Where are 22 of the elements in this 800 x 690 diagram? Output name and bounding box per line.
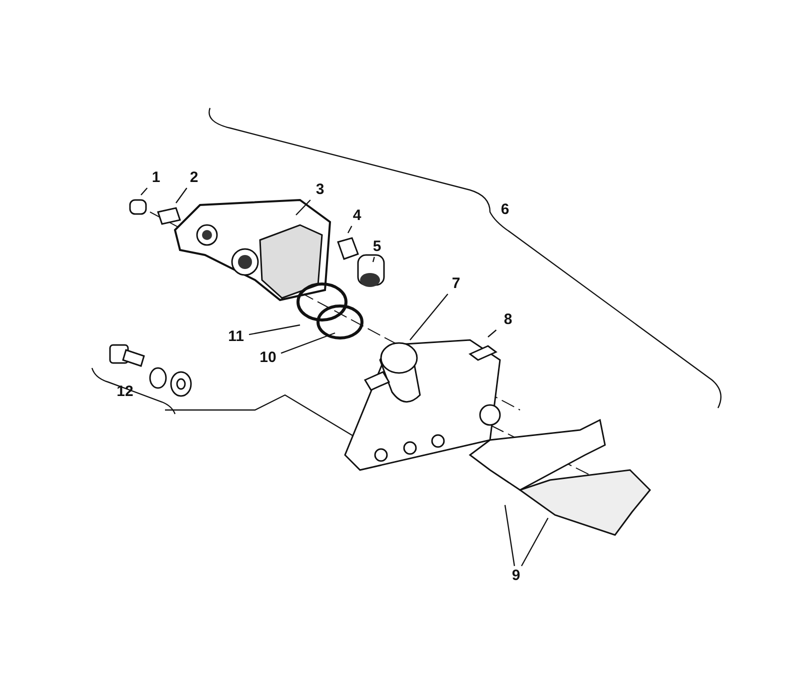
leader-line: [248, 324, 300, 336]
callout-number: 2: [181, 168, 207, 188]
leader-line: [504, 504, 516, 566]
callout-number: 6: [500, 200, 510, 220]
leader-line: [521, 518, 549, 566]
leader-line: [296, 200, 311, 216]
leader-line: [347, 226, 352, 234]
callout-number: 5: [364, 237, 390, 257]
callout-number: 10: [255, 348, 281, 368]
callout-number: 4: [344, 206, 370, 226]
callout-number: 7: [443, 274, 469, 294]
callout-number: 9: [503, 566, 529, 586]
leader-line: [140, 188, 148, 196]
leader-line: [410, 294, 448, 340]
callout-number: 1: [143, 168, 169, 188]
leader-line: [372, 256, 375, 262]
callout-number: 3: [307, 180, 333, 200]
leader-line: [488, 330, 497, 338]
leader-line: [280, 332, 336, 354]
callout-number: 8: [495, 310, 521, 330]
callout-number: 11: [223, 327, 249, 347]
leader-line: [176, 188, 188, 204]
